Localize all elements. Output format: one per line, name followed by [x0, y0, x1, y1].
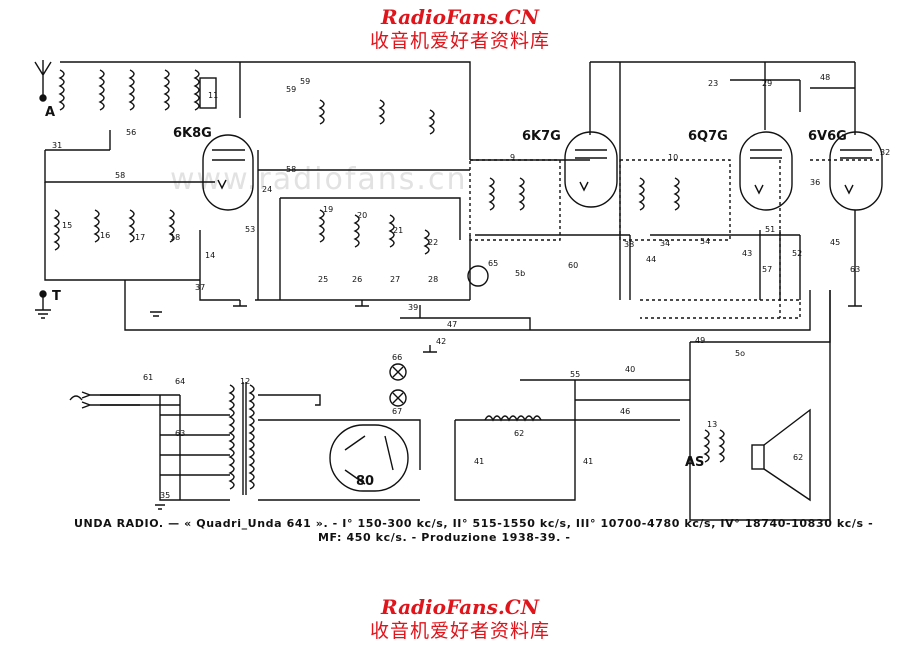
caption-line-1: UNDA RADIO. — « Quadri_Unda 641 ». - I° … [74, 517, 874, 530]
svg-text:37: 37 [195, 283, 205, 292]
svg-text:44: 44 [646, 255, 656, 264]
svg-text:13: 13 [707, 420, 717, 429]
svg-text:20: 20 [357, 211, 367, 220]
svg-text:63: 63 [850, 265, 860, 274]
svg-text:45: 45 [830, 238, 840, 247]
speaker [703, 408, 811, 502]
tube-80-rectifier [329, 424, 409, 492]
main-wiring [44, 61, 856, 521]
svg-text:42: 42 [436, 337, 446, 346]
ground-terminal-label: T [52, 289, 61, 304]
svg-text:48: 48 [820, 73, 830, 82]
svg-text:24: 24 [262, 185, 272, 194]
svg-text:18: 18 [170, 233, 180, 242]
shield-dashed-lines [469, 159, 880, 319]
terminal-labels: A T AS [45, 105, 704, 470]
svg-text:32: 32 [880, 148, 890, 157]
svg-text:12: 12 [240, 377, 250, 386]
tube-labels: 6K8G 6K7G 6Q7G 6V6G 80 [173, 126, 847, 489]
speaker-terminal-label: AS [685, 455, 704, 470]
svg-text:26: 26 [352, 275, 362, 284]
svg-text:40: 40 [625, 365, 635, 374]
tube-6v6g [829, 131, 883, 211]
svg-text:53: 53 [245, 225, 255, 234]
svg-text:28: 28 [428, 275, 438, 284]
svg-text:39: 39 [408, 303, 418, 312]
watermark-text: www.radiofans.cn [170, 162, 468, 197]
if-transformers [488, 177, 680, 211]
svg-text:38: 38 [624, 240, 634, 249]
svg-text:35: 35 [160, 491, 170, 500]
svg-text:52: 52 [792, 249, 802, 258]
svg-text:58: 58 [286, 165, 296, 174]
tube-label-80: 80 [356, 474, 374, 489]
svg-text:5b: 5b [515, 269, 525, 278]
svg-text:43: 43 [742, 249, 752, 258]
tube-label-6k7g: 6K7G [522, 129, 561, 144]
svg-text:67: 67 [392, 407, 402, 416]
svg-text:49: 49 [695, 336, 705, 345]
mains-plug [69, 391, 140, 409]
svg-text:31: 31 [52, 141, 62, 150]
caption-line-2: MF: 450 kc/s. - Produzione 1938-39. - [318, 531, 571, 544]
svg-text:46: 46 [620, 407, 630, 416]
svg-text:41: 41 [474, 457, 484, 466]
filter-choke [484, 415, 542, 422]
svg-text:5o: 5o [735, 349, 745, 358]
tube-6k8g [202, 134, 254, 211]
tube-label-6v6g: 6V6G [808, 129, 847, 144]
svg-text:61: 61 [143, 373, 153, 382]
svg-text:21: 21 [393, 226, 403, 235]
svg-text:27: 27 [390, 275, 400, 284]
svg-text:9: 9 [510, 153, 515, 162]
svg-text:58: 58 [115, 171, 125, 180]
svg-text:14: 14 [205, 251, 215, 260]
svg-text:29: 29 [762, 79, 772, 88]
svg-text:64: 64 [175, 377, 185, 386]
antenna-terminal-label: A [45, 105, 55, 120]
tube-label-6q7g: 6Q7G [688, 129, 728, 144]
svg-text:34: 34 [660, 239, 670, 248]
tube-6q7g [739, 131, 793, 211]
svg-text:59: 59 [300, 77, 310, 86]
svg-text:10: 10 [668, 153, 678, 162]
svg-text:54: 54 [700, 237, 710, 246]
svg-text:11: 11 [208, 91, 218, 100]
tuning-indicator [389, 265, 489, 407]
svg-text:23: 23 [708, 79, 718, 88]
svg-text:36: 36 [810, 178, 820, 187]
svg-text:62: 62 [514, 429, 524, 438]
svg-text:63: 63 [175, 429, 185, 438]
antenna-symbol [34, 60, 52, 102]
site-subtitle-bottom: 收音机爱好者资料库 [369, 620, 550, 642]
svg-text:65: 65 [488, 259, 498, 268]
ground-symbol [35, 290, 862, 510]
antenna-coils [53, 69, 435, 255]
svg-text:17: 17 [135, 233, 145, 242]
svg-text:60: 60 [568, 261, 578, 270]
svg-text:19: 19 [323, 205, 333, 214]
svg-text:57: 57 [762, 265, 772, 274]
svg-text:55: 55 [570, 370, 580, 379]
svg-text:59: 59 [286, 85, 296, 94]
svg-text:22: 22 [428, 238, 438, 247]
svg-text:62: 62 [793, 453, 803, 462]
svg-text:15: 15 [62, 221, 72, 230]
site-name-bottom[interactable]: RadioFans.CN [381, 595, 539, 619]
site-name-top[interactable]: RadioFans.CN [381, 5, 539, 29]
tube-label-6k8g: 6K8G [173, 126, 212, 141]
svg-text:47: 47 [447, 320, 457, 329]
svg-text:16: 16 [100, 231, 110, 240]
svg-text:25: 25 [318, 275, 328, 284]
svg-text:66: 66 [392, 353, 402, 362]
svg-text:41: 41 [583, 457, 593, 466]
site-subtitle-top: 收音机爱好者资料库 [369, 30, 550, 52]
svg-text:56: 56 [126, 128, 136, 137]
svg-text:51: 51 [765, 225, 775, 234]
tube-6k7g [564, 131, 618, 208]
